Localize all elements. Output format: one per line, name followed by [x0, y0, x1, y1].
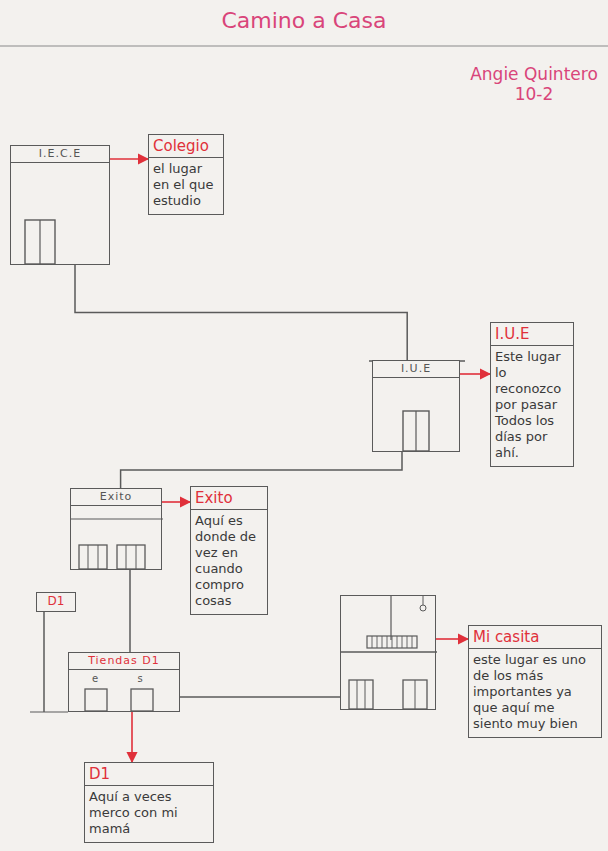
callout-arrow [131, 712, 133, 762]
callout-box: Mi casitaeste lugar es uno de los más im… [468, 625, 602, 738]
house-details [341, 596, 435, 709]
callout-arrow [110, 158, 148, 160]
poster-title: Camino a Casa [0, 8, 608, 33]
building-sign: I.U.E [373, 361, 459, 378]
callout-heading: Mi casita [469, 626, 601, 649]
building-sign: Tiendas D1 [69, 653, 179, 670]
door-letter: e [89, 673, 101, 685]
building-details [11, 146, 109, 264]
path-line [75, 265, 407, 360]
author-note: Angie Quintero 10-2 [470, 64, 598, 105]
callout-heading: I.U.E [491, 323, 573, 346]
title-rule [0, 45, 608, 46]
sign-text: D1 [37, 593, 75, 609]
callout-body: Aquí a veces merco con mi mamá [85, 786, 213, 842]
building: Tiendas D1 [68, 652, 180, 712]
path-line [180, 696, 340, 698]
building-sign: I.E.C.E [11, 146, 109, 163]
callout-box: Colegioel lugar en el que estudio [148, 134, 224, 215]
path-line [129, 570, 131, 652]
building: I.U.E [372, 360, 460, 452]
door-letter: s [134, 673, 146, 685]
house-drawing [340, 595, 436, 710]
callout-heading: Colegio [149, 135, 223, 158]
callout-body: el lugar en el que estudio [149, 158, 223, 214]
callout-heading: Exito [191, 487, 267, 510]
ground-line [30, 711, 68, 712]
building: I.E.C.E [10, 145, 110, 265]
building-sign: Exito [71, 489, 161, 506]
callout-arrow [460, 373, 490, 375]
callout-heading: D1 [85, 763, 213, 786]
building: Exito [70, 488, 162, 570]
callout-box: ExitoAquí es donde de vez en cuando comp… [190, 486, 268, 615]
path-line [121, 452, 402, 488]
sign-pole [43, 610, 45, 712]
callout-arrow [436, 638, 468, 640]
callout-arrow [162, 501, 190, 503]
callout-body: Este lugar lo reconozco por pasar Todos … [491, 346, 573, 466]
callout-box: D1Aquí a veces merco con mi mamá [84, 762, 214, 843]
callout-body: Aquí es donde de vez en cuando compro co… [191, 510, 267, 614]
callout-body: este lugar es uno de los más importantes… [469, 649, 601, 737]
sign-box: D1 [36, 592, 76, 612]
callout-box: I.U.EEste lugar lo reconozco por pasar T… [490, 322, 574, 467]
